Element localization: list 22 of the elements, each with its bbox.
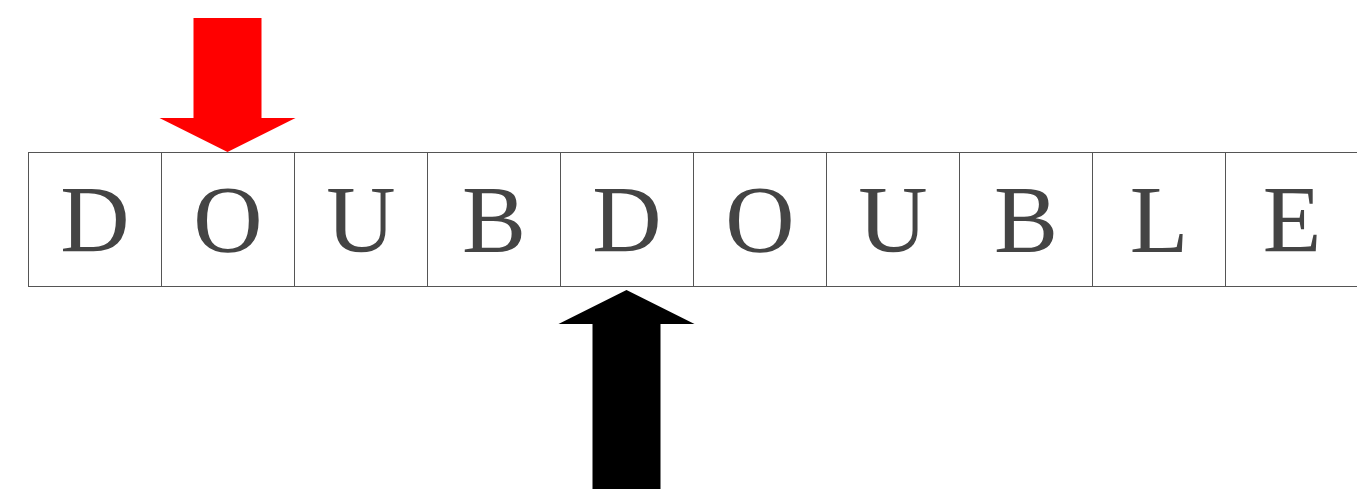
pointer-arrow [159,18,296,152]
letter-cell [1092,152,1226,287]
letter: B [994,171,1058,268]
letter-cell [959,152,1093,287]
letter: B [462,171,526,268]
letter: L [1129,171,1189,268]
letter: O [725,171,795,268]
letter-cell [693,152,827,287]
letter: E [1262,171,1322,268]
letter-cell [560,152,694,287]
letter: D [592,171,662,268]
pointer-arrow [558,290,695,489]
letter-cell [161,152,295,287]
letter-cell [1225,152,1357,287]
letter: D [60,171,130,268]
letter: O [193,171,263,268]
letter-cell [427,152,561,287]
letter-cell [294,152,428,287]
letter-cell [28,152,162,287]
letter-cell [826,152,960,287]
letter: U [858,171,928,268]
letter: U [326,171,396,268]
